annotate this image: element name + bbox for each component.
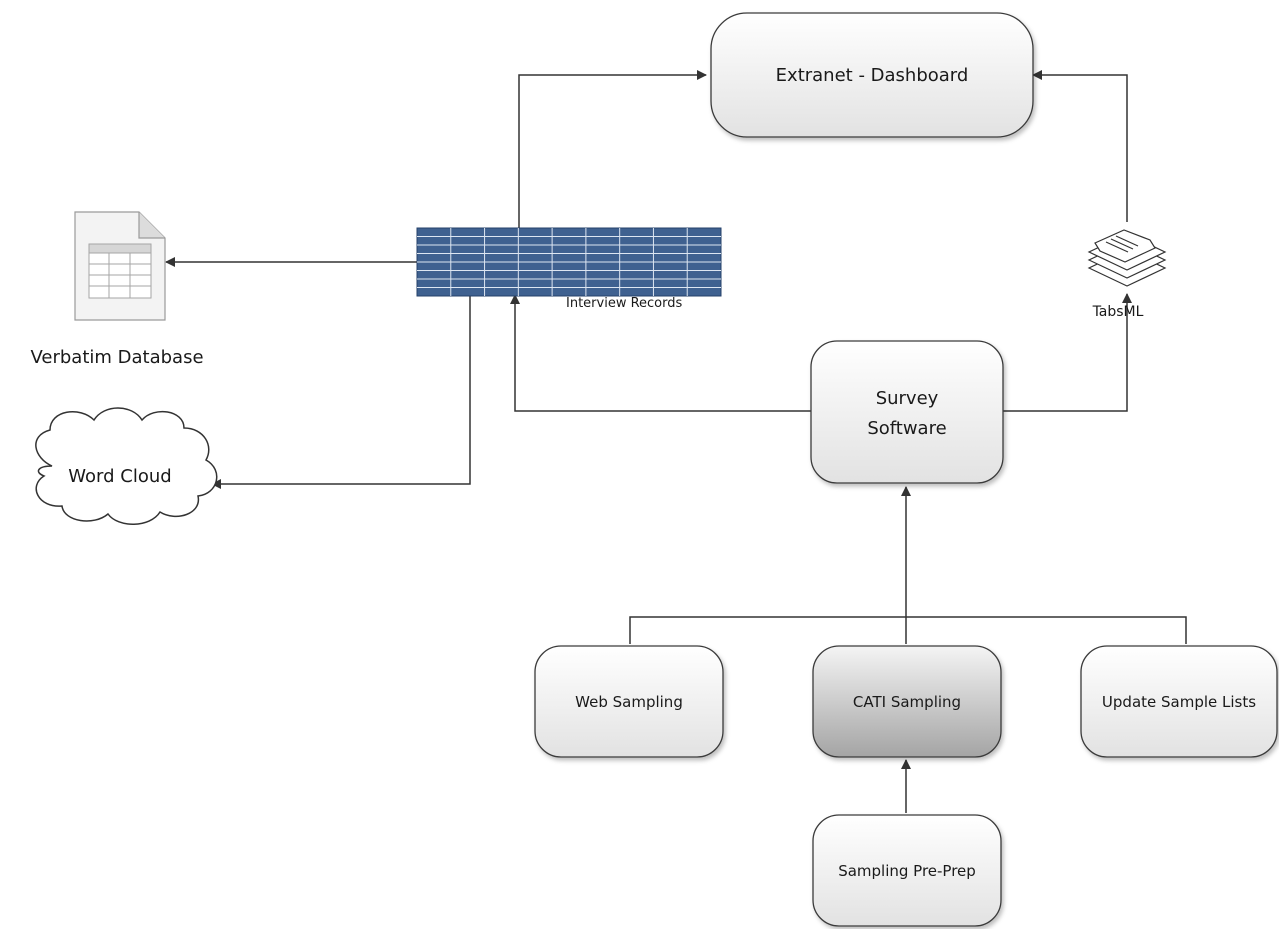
sampling-pre-prep-label: Sampling Pre-Prep	[838, 862, 976, 880]
web-sampling-box[interactable]: Web Sampling	[534, 645, 724, 758]
connector-records-to-wordcloud	[211, 296, 471, 489]
tabsml-label: TabsML	[1092, 304, 1144, 320]
sampling-pre-prep-box[interactable]: Sampling Pre-Prep	[812, 814, 1002, 927]
survey-software-label-line2: Software	[867, 418, 946, 439]
cati-sampling-box[interactable]: CATI Sampling	[812, 645, 1002, 758]
interview-records-table-icon[interactable]	[416, 227, 722, 297]
update-sample-lists-box[interactable]: Update Sample Lists	[1080, 645, 1278, 758]
verbatim-database-document-icon[interactable]	[74, 211, 166, 321]
verbatim-database-label: Verbatim Database	[30, 347, 203, 368]
update-sample-lists-label: Update Sample Lists	[1102, 693, 1256, 711]
cati-sampling-label: CATI Sampling	[853, 693, 961, 711]
extranet-dashboard-label: Extranet - Dashboard	[776, 65, 969, 86]
connector-survey-to-tabsml	[1003, 293, 1132, 412]
connector-tabsml-to-extranet	[1032, 70, 1128, 222]
tabsml-stack-icon[interactable]	[1087, 229, 1167, 287]
connector-survey-to-records	[510, 294, 811, 412]
connectors	[165, 70, 1187, 813]
connector-records-to-extranet	[518, 70, 707, 228]
word-cloud-label: Word Cloud	[68, 466, 171, 487]
extranet-dashboard-box[interactable]: Extranet - Dashboard	[710, 12, 1034, 138]
survey-software-box[interactable]: Survey Software	[810, 340, 1004, 484]
survey-software-label-line1: Survey	[876, 388, 939, 409]
web-sampling-label: Web Sampling	[575, 693, 683, 711]
interview-records-label: Interview Records	[566, 296, 682, 311]
word-cloud-shape[interactable]	[35, 407, 218, 525]
connector-sampling-bus	[629, 616, 1187, 644]
